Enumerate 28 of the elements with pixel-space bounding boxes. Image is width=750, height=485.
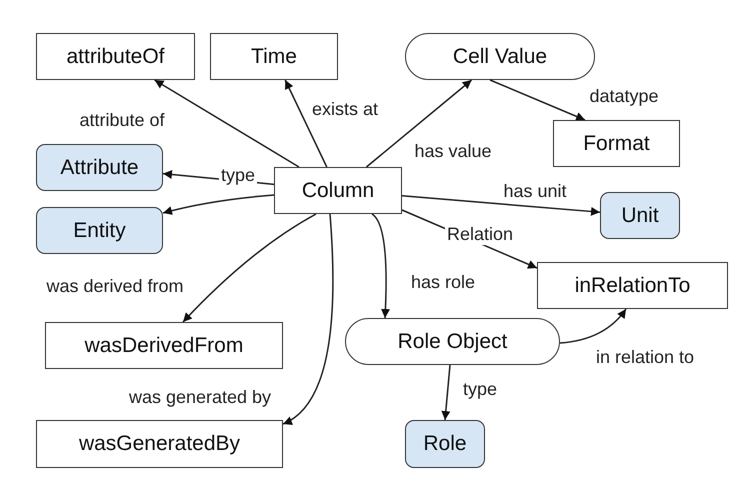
concept-box: attributeOf [36,33,195,80]
arrow [282,214,334,425]
arrow [372,213,390,318]
class-box: Role [405,420,485,468]
arrow [182,213,316,323]
rounded-node: Role Object [345,318,560,365]
edge-label: datatype [587,87,661,107]
concept-box: Time [210,33,338,80]
arrow [441,364,451,420]
concept-box: inRelationTo [537,262,728,309]
concept-box: Column [274,167,402,214]
arrow [284,80,328,168]
class-box: Entity [36,207,163,254]
concept-box: wasDerivedFrom [45,322,283,369]
arrow [402,195,600,216]
edge-label: was generated by [126,388,274,408]
class-box: Attribute [36,144,163,191]
concept-box: wasGeneratedBy [36,420,283,468]
arrow [366,79,472,168]
arrow [490,79,586,121]
edge-label: type [218,166,258,186]
arrow [560,308,627,344]
concept-box: Format [553,120,680,167]
edge-label: type [460,380,500,400]
arrow [162,194,274,216]
class-box: Unit [600,192,680,239]
arrow [154,79,300,168]
rounded-node: Cell Value [405,33,595,80]
